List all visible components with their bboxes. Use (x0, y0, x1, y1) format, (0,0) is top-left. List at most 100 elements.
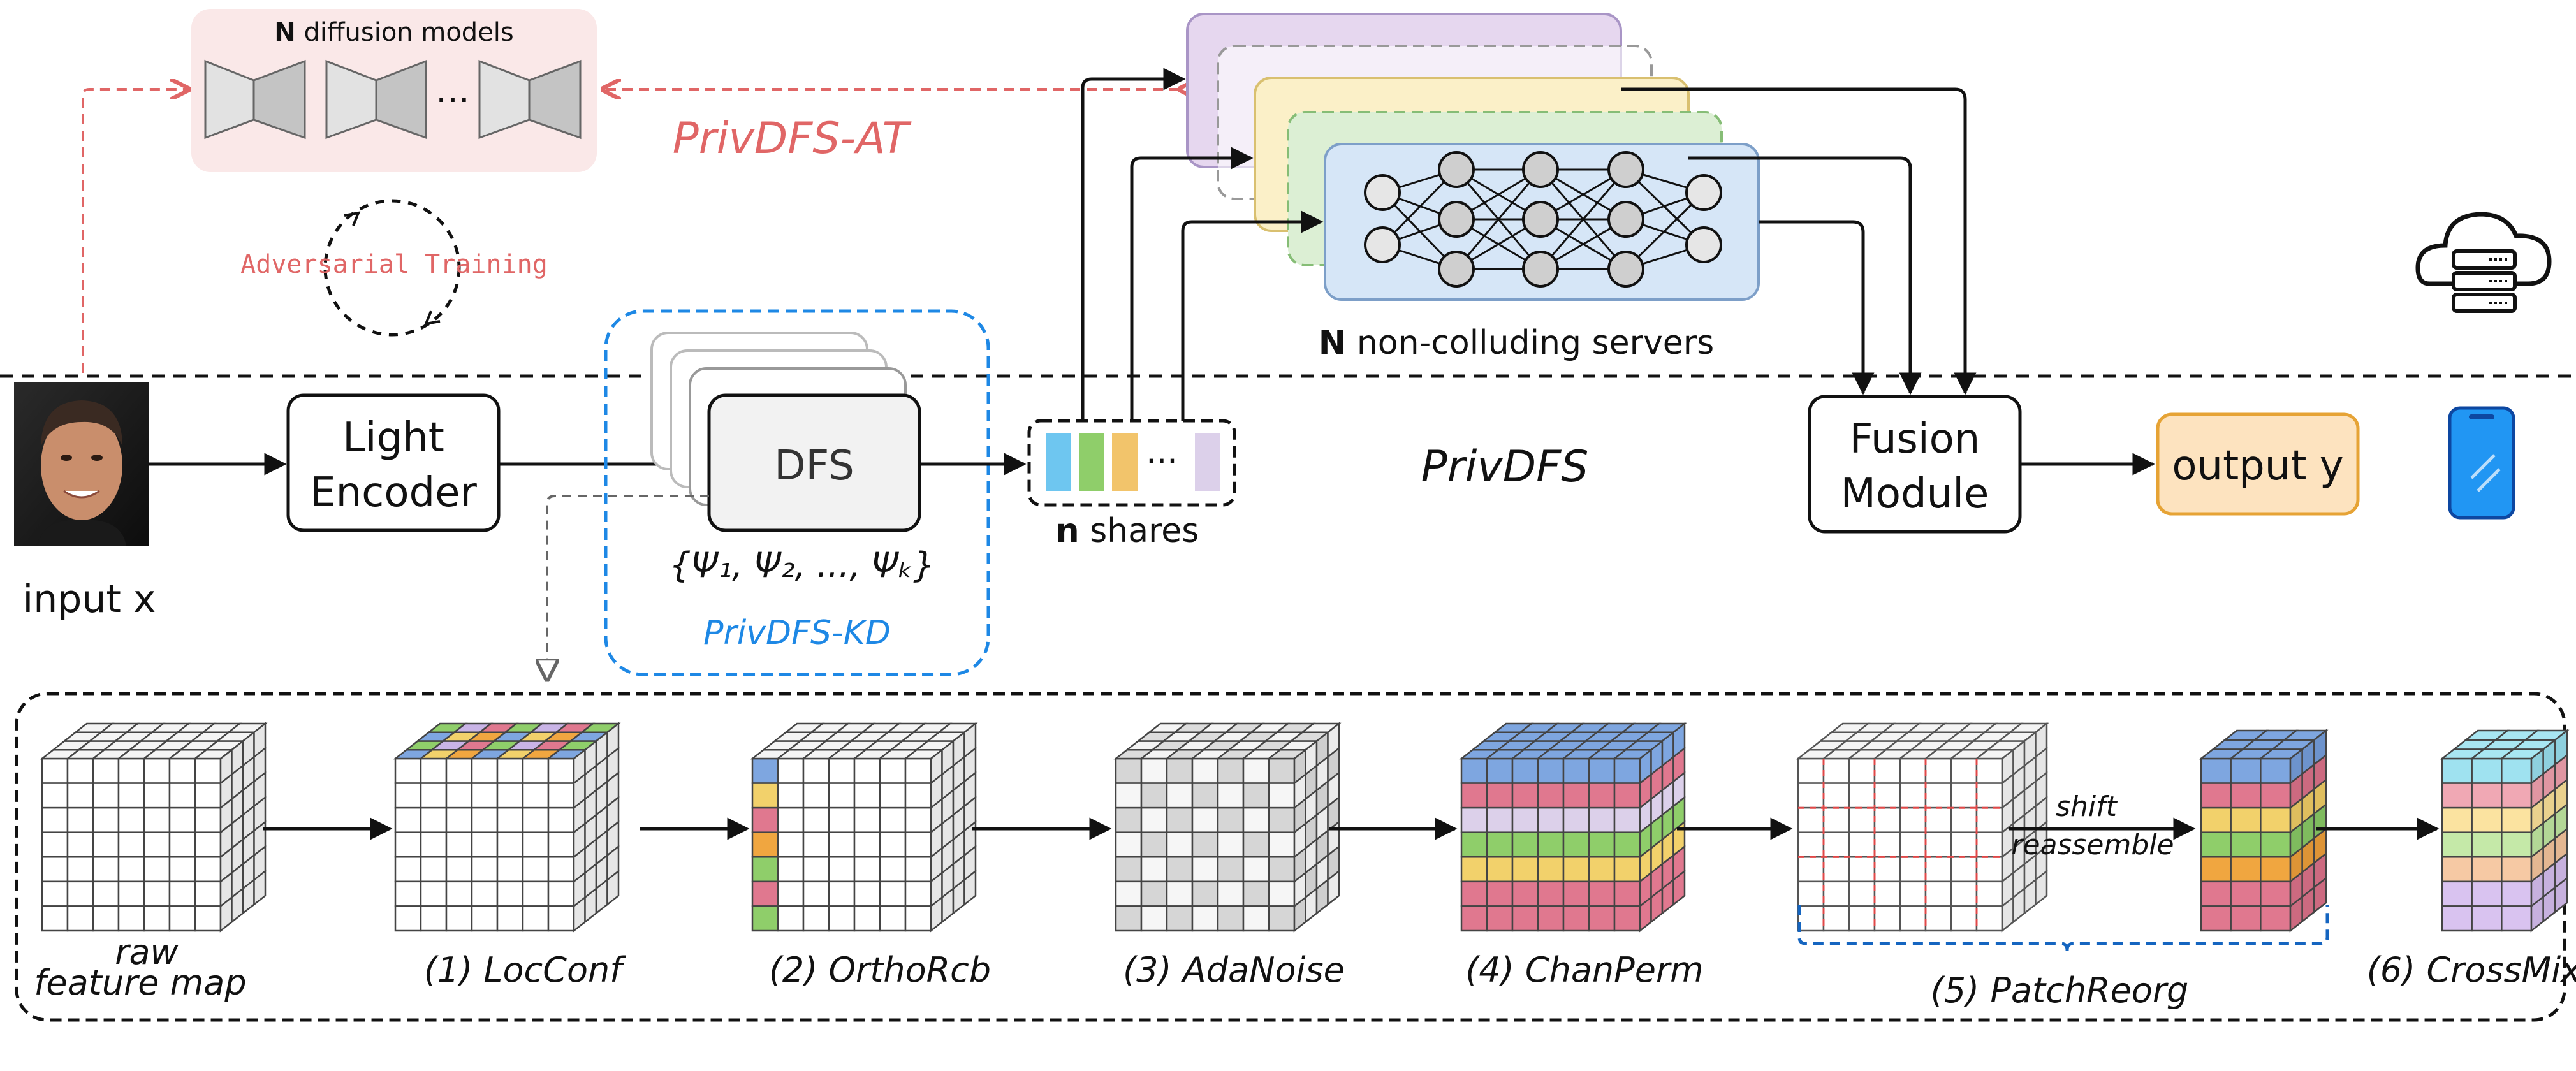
nn-node (1685, 226, 1722, 263)
grid-cell (904, 757, 932, 784)
grid-cell (1242, 806, 1270, 833)
grid-cell (777, 905, 805, 932)
grid-cell (1166, 905, 1194, 932)
step2-label: (2) OrthoRcb (769, 950, 991, 990)
grid-cell (1191, 757, 1219, 784)
shift-label: shift (2056, 790, 2118, 823)
grid-cell (496, 757, 524, 784)
grid-cell (547, 806, 575, 833)
servers-label: N non-colluding servers (1319, 324, 1714, 362)
grid-cell (547, 880, 575, 907)
grid-cell (420, 757, 448, 784)
grid-cell (777, 757, 805, 784)
grid-cell (1166, 880, 1194, 907)
grid-cell (1873, 905, 1901, 932)
grid-cell (1268, 831, 1296, 858)
grid-cell (394, 905, 422, 932)
grid-cell (828, 831, 856, 858)
grid-cell (1613, 856, 1641, 883)
grid-cell (2501, 757, 2533, 784)
grid-cell (1848, 905, 1876, 932)
grid-cell (445, 782, 473, 809)
grid-cell (1460, 880, 1488, 907)
grid-cell (1115, 782, 1143, 809)
grid-cell (1873, 757, 1901, 784)
grid-cell (1217, 856, 1245, 883)
grid-cell (471, 782, 499, 809)
grid-cell (2260, 905, 2292, 932)
grid-cell (904, 831, 932, 858)
privdfs-at-label: PrivDFS-AT (673, 113, 912, 164)
grid-cell (1460, 806, 1488, 833)
grid-cell (1975, 880, 2003, 907)
grid-cell (2230, 757, 2262, 784)
grid-cell (1797, 757, 1825, 784)
grid-cell (1924, 757, 1952, 784)
grid-cell (143, 880, 171, 907)
grid-cell (1950, 757, 1978, 784)
crossmix-cube (2440, 729, 2570, 933)
grid-cell (1588, 757, 1616, 784)
grid-cell (2200, 831, 2232, 858)
grid-cell (1511, 757, 1539, 784)
grid-cell (92, 782, 120, 809)
grid-cell (194, 905, 222, 932)
grid-cell (751, 831, 779, 858)
grid-cell (66, 757, 94, 784)
grid-cell (168, 856, 196, 883)
arrow-share-to-server-2 (1130, 147, 1254, 421)
grid-cell (66, 880, 94, 907)
grid-cell (879, 856, 907, 883)
grid-cell (496, 831, 524, 858)
grid-cell (66, 905, 94, 932)
grid-cell (117, 831, 145, 858)
grid-cell (1613, 782, 1641, 809)
grid-cell (751, 757, 779, 784)
grid-cell (802, 757, 830, 784)
grid-cell (853, 757, 881, 784)
grid-cell (2501, 880, 2533, 907)
face-photo (14, 382, 149, 546)
grid-cell (1511, 782, 1539, 809)
grid-cell (2230, 856, 2262, 883)
grid-cell (1242, 905, 1270, 932)
grid-cell (420, 856, 448, 883)
grid-cell (1537, 806, 1565, 833)
nn-edge (1455, 169, 1542, 270)
grid-cell (777, 782, 805, 809)
arrow-server-to-fusion-3 (1759, 220, 1875, 395)
adanoise-cube (1113, 722, 1342, 933)
step3-label: (3) AdaNoise (1123, 950, 1345, 990)
grid-cell (547, 905, 575, 932)
grid-cell (1191, 806, 1219, 833)
grid-cell (904, 905, 932, 932)
grid-cell (92, 757, 120, 784)
grid-cell (41, 806, 69, 833)
grid-cell (1562, 880, 1590, 907)
grid-cell (1166, 806, 1194, 833)
shares-ellipsis: ... (1146, 433, 1178, 471)
adversarial-training-label: Adversarial Training (240, 250, 548, 279)
grid-cell (41, 856, 69, 883)
svg-text:Fusion: Fusion (1850, 416, 1980, 463)
grid-cell (1873, 856, 1901, 883)
smartphone-icon (2448, 406, 2515, 520)
grid-cell (420, 831, 448, 858)
grid-cell (1537, 856, 1565, 883)
grid-cell (2471, 757, 2503, 784)
adversarial-training-cycle: Adversarial Training (240, 199, 548, 337)
grid-cell (194, 856, 222, 883)
grid-cell (1486, 806, 1514, 833)
grid-cell (1140, 831, 1168, 858)
grid-cell (194, 831, 222, 858)
raw-feature-map-cube (40, 722, 268, 933)
grid-cell (1950, 782, 1978, 809)
grid-cell (1562, 806, 1590, 833)
grid-cell (828, 905, 856, 932)
grid-cell (1191, 880, 1219, 907)
nn-edge (1539, 169, 1627, 270)
grid-cell (1950, 880, 1978, 907)
grid-cell (1924, 782, 1952, 809)
grid-cell (522, 880, 550, 907)
grid-cell (2501, 782, 2533, 809)
